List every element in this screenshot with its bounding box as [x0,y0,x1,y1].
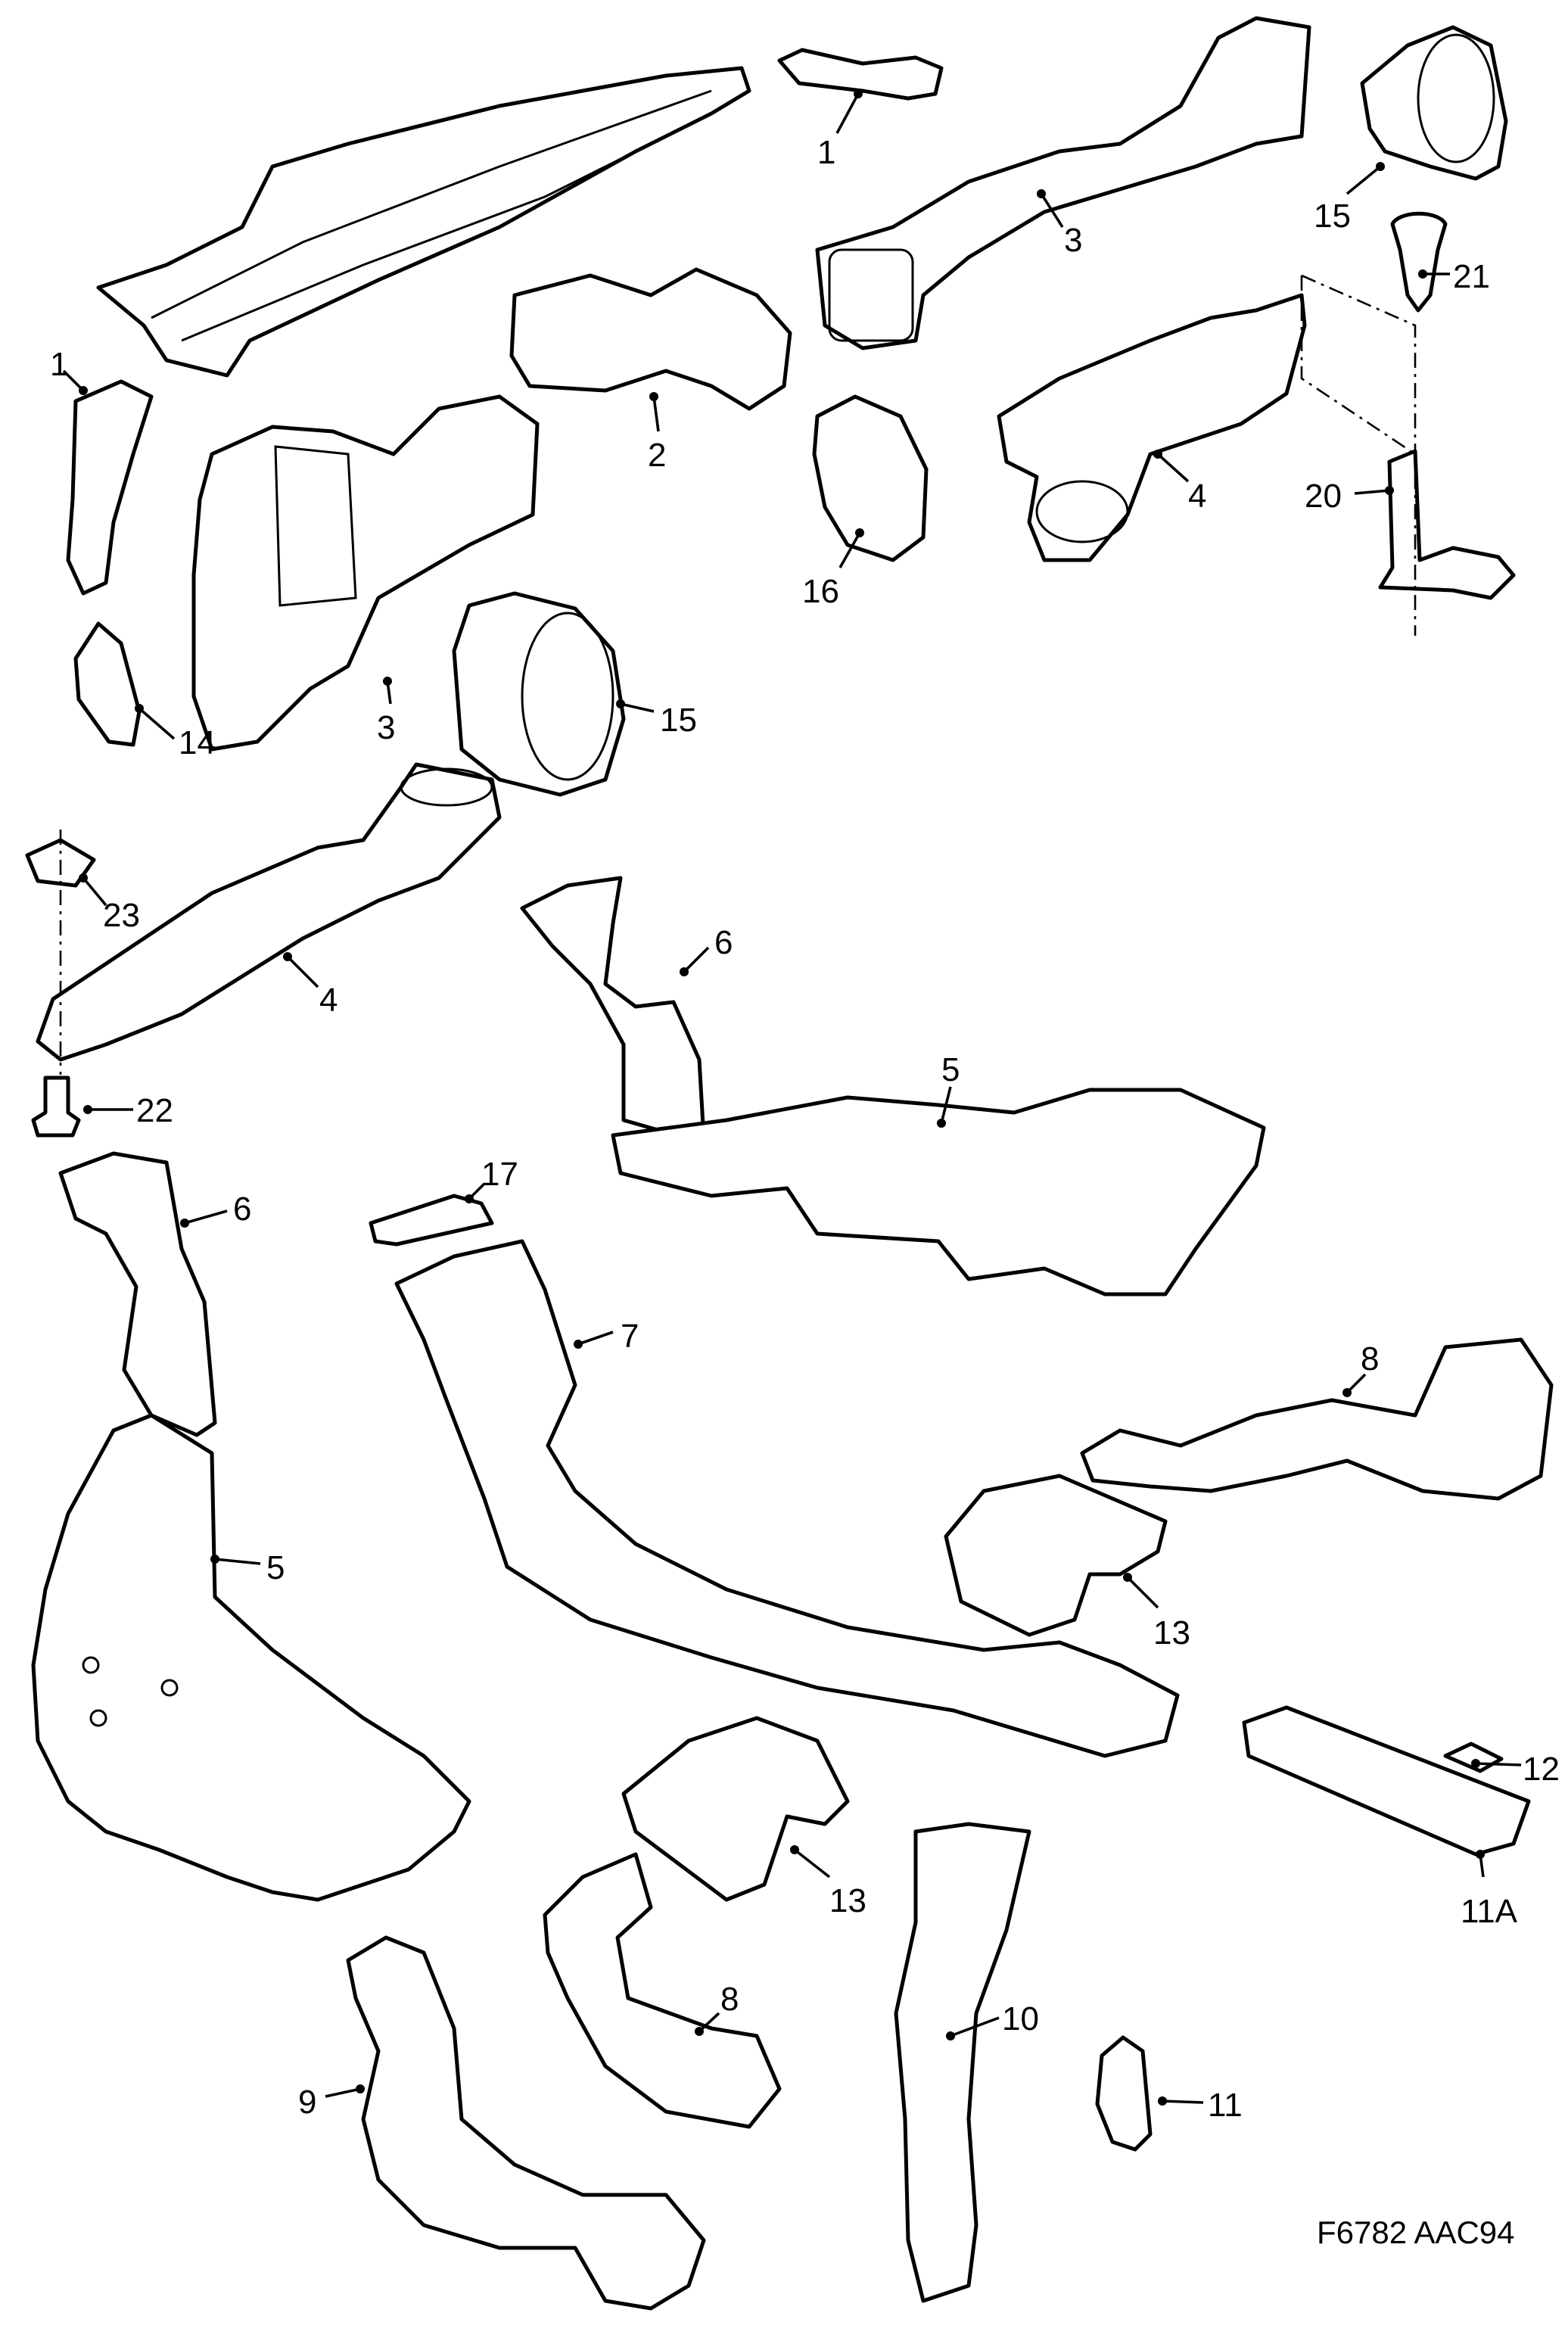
part-21-clip [1390,211,1448,313]
part-7-duct [394,1239,1180,1758]
callout-22: 22 [136,1092,173,1129]
mounting-hole [89,1709,107,1727]
part-3-duct-left [191,394,540,752]
callout-8: 8 [1361,1340,1379,1377]
part-15-vent-round [452,591,626,797]
callout-13: 13 [1153,1614,1190,1651]
part-9-duct [346,1935,706,2311]
part-1-side-duct-left [66,379,154,596]
callout-1: 1 [817,134,835,171]
part-13-duct-lower [621,1716,850,1902]
part-6-hose-upper [520,876,706,1141]
callout-5: 5 [941,1051,960,1088]
part-5-duct-lower [31,1413,471,1902]
part-13-duct-upper [944,1474,1168,1637]
duct-opening [1035,480,1129,543]
callout-1: 1 [50,346,68,383]
callout-3: 3 [1064,222,1082,259]
part-5-duct-upper [611,1088,1266,1296]
assembly-line [1300,274,1417,636]
callout-9: 9 [298,2084,316,2121]
callout-2: 2 [648,437,666,474]
part-dashboard-duct-main [96,66,751,378]
duct-opening [274,445,357,607]
callout-13: 13 [829,1882,866,1919]
callout-10: 10 [1002,2000,1039,2037]
callout-6: 6 [233,1191,251,1228]
callout-3: 3 [377,709,395,746]
callout-11: 11 [1208,2087,1243,2124]
callout-21: 21 [1453,258,1490,295]
part-4-duct-left [36,762,502,1062]
part-6-hose-lower [58,1151,217,1437]
callout-11A: 11A [1461,1893,1518,1930]
part-3-duct-top [815,16,1311,350]
part-8-duct-right [1080,1337,1554,1501]
vent-grille [1417,33,1495,163]
callout-5: 5 [266,1549,285,1586]
duct-opening [828,248,914,342]
callout-4: 4 [319,982,338,1019]
duct-ribs [151,89,712,342]
callout-12: 12 [1523,1751,1560,1788]
callout-14: 14 [179,724,216,761]
mounting-hole [160,1679,179,1697]
parts [25,16,1554,2311]
part-11A-vent [1242,1705,1531,1857]
callout-15: 15 [660,702,697,739]
part-22-screw [31,1075,81,1138]
part-16-vent [812,394,929,562]
part-11-vent-small [1095,2035,1153,2152]
callout-15: 15 [1314,198,1351,235]
callout-labels: 1 1 3 15 21 2 4 20 16 3 15 14 23 4 6 5 2… [50,134,1560,2124]
callout-6: 6 [714,924,733,961]
part-10-duct [894,1822,1031,2303]
part-17-seal [369,1194,494,1247]
callout-17: 17 [481,1156,518,1193]
part-20-bracket [1378,449,1516,600]
vent-grille [521,612,614,781]
callout-20: 20 [1305,478,1342,515]
part-14-vent-small [73,621,142,747]
mounting-hole [82,1656,100,1674]
duct-opening [400,767,493,807]
callout-16: 16 [802,573,839,610]
callout-4: 4 [1188,478,1206,515]
part-4-duct-right [997,293,1307,562]
part-8-duct-lower [543,1852,782,2129]
callout-8: 8 [720,1981,739,2018]
part-15-vent-top [1360,25,1508,181]
callout-7: 7 [621,1318,639,1355]
figure-reference: F6782 AAC94 [1317,2215,1515,2250]
callout-23: 23 [103,897,140,934]
part-2-duct [509,267,792,411]
part-1-hose-top [777,48,944,101]
leader-lines [62,89,1522,2106]
